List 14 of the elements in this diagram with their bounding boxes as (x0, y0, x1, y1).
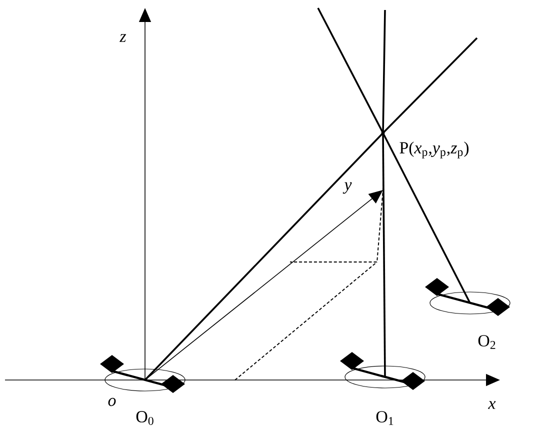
point-label: O$_{0}$ (136, 411, 154, 425)
sight-line (144, 132, 384, 381)
axis-label: y (342, 182, 352, 194)
axis-label: x (488, 401, 496, 409)
robot-drawing (340, 352, 426, 390)
point-label: O$_{2}$ (478, 335, 496, 349)
point (381, 131, 385, 135)
sight-line (382, 132, 386, 377)
sight-line (382, 132, 471, 304)
robot-drawing (100, 355, 186, 393)
axis-label: z (120, 34, 126, 42)
robot-drawing (425, 278, 510, 316)
point-label: O$_{1}$ (376, 411, 394, 425)
point-label: P(x$_{p}$,y$_{p}$,z$_{p}$) (400, 142, 469, 158)
